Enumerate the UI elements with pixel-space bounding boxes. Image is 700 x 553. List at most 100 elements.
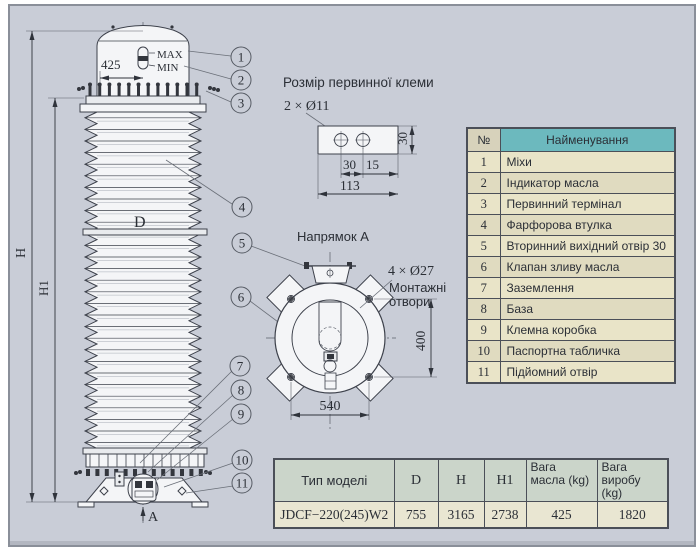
frame-bottom-shadow: [10, 541, 694, 545]
callout-6-num: 6: [238, 290, 245, 305]
dim-113-label: 113: [340, 178, 360, 193]
callout-5: [231, 232, 253, 254]
top-view-title: Напрямок А: [297, 229, 369, 244]
dim-15-label: 15: [366, 157, 379, 172]
front-view: MAX MIN 425 D: [14, 22, 220, 526]
callout-8-num: 8: [238, 383, 245, 398]
callout-4: [231, 196, 253, 218]
mounting-holes-leader: [359, 279, 393, 309]
part-name: Індикатор масла: [499, 172, 676, 194]
part-num: 5: [466, 235, 501, 257]
part-num: 6: [466, 256, 501, 278]
callout-2: [230, 69, 252, 91]
part-num: 9: [466, 319, 501, 341]
part-num: 8: [466, 298, 501, 320]
terminal-detail-title: Розмір первинної клеми: [283, 75, 434, 90]
bottom-flange-plate: [82, 447, 208, 455]
model-col-oil-weight: Вага масла (kg): [525, 458, 598, 502]
view-a-label: A: [148, 510, 159, 525]
model-col-product-weight: Вага виробу (kg): [596, 458, 669, 502]
head-bolt: [170, 25, 174, 29]
grounding-bolt: [118, 480, 121, 484]
min-label: MIN: [157, 62, 178, 74]
dim-30-label: 30: [343, 157, 356, 172]
top-view: Напрямок А: [266, 229, 446, 430]
terminal-box-detail: [135, 481, 142, 488]
part-num: 2: [466, 172, 501, 194]
part-name: Вторинний вихідний отвір 30: [499, 235, 676, 257]
mounting-holes-label: 4 × Ø27: [388, 264, 434, 279]
flange-cap-left: [304, 262, 309, 269]
callout-4-num: 4: [239, 200, 246, 215]
mounting-holes: [287, 295, 373, 381]
callout-1-num: 1: [238, 50, 245, 65]
base-foot-left: [77, 501, 95, 508]
product-weight-value: 1820: [596, 501, 669, 529]
dim-30v-label: 30: [395, 132, 410, 145]
nameplate: [134, 490, 154, 498]
bottom-flange-ribs: [89, 454, 199, 467]
top-flange-upper: [85, 95, 201, 105]
model-col-d: D: [393, 458, 439, 502]
part-num: 10: [466, 340, 501, 362]
model-h-value: 3165: [437, 501, 485, 529]
callout-10: [231, 449, 253, 471]
part-name: Клапан зливу масла: [499, 256, 676, 278]
model-spec-table: Тип моделі D H H1 Вага масла (kg) Вага в…: [273, 458, 669, 529]
top-flange-bolts: [77, 82, 220, 96]
mounting-holes-caption-1: Монтажні: [389, 280, 446, 295]
primary-terminal-detail: Розмір первинної клеми 2 × Ø11 30 30 15: [283, 75, 434, 199]
gauge-tick-min: [148, 64, 156, 67]
part-name: Паспортна табличка: [499, 340, 676, 362]
lifting-hole-left: [99, 486, 109, 496]
parts-col-num: №: [466, 127, 501, 152]
model-col-type: Тип моделі: [273, 458, 395, 502]
part-name: Міхи: [499, 151, 676, 173]
base-foot-right: [191, 501, 209, 508]
max-label: MAX: [157, 49, 183, 61]
lifting-hole-right: [177, 486, 187, 496]
part-name: База: [499, 298, 676, 320]
callout-9: [230, 403, 252, 425]
model-h1-value: 2738: [483, 501, 527, 529]
callout-6: [230, 286, 252, 308]
grounding-terminal: [114, 471, 125, 487]
dim-h1-label: H1: [36, 280, 51, 296]
dim-425-label: 425: [101, 57, 121, 72]
oil-drain-valve: [323, 351, 338, 390]
callout-7: [229, 355, 251, 377]
insulator-joint: [82, 228, 208, 236]
part-num: 3: [466, 193, 501, 215]
part-num: 7: [466, 277, 501, 299]
oil-gauge-band: [138, 56, 148, 61]
oil-weight-value: 425: [525, 501, 598, 529]
callout-3-num: 3: [238, 96, 245, 111]
model-col-h1: H1: [483, 458, 527, 502]
part-num: 11: [466, 361, 501, 384]
grounding-bolt: [118, 474, 121, 478]
callout-5-num: 5: [239, 236, 246, 251]
mounting-holes-caption-2: отвори: [389, 294, 430, 309]
callout-9-num: 9: [238, 407, 245, 422]
terminal-holes-label: 2 × Ø11: [284, 99, 330, 114]
bottom-flange-band: [85, 453, 205, 468]
center-dashed-circle: [318, 326, 342, 350]
part-name: Первинний термінал: [499, 193, 676, 215]
dim-d-label: D: [134, 214, 146, 231]
part-name: Підйомний отвір: [499, 361, 676, 384]
callout-2-num: 2: [238, 73, 245, 88]
dim-400-label: 400: [413, 331, 428, 352]
callouts: 1 2 3 4 5 6 7 8 9 10 11: [229, 46, 253, 494]
part-num: 4: [466, 214, 501, 236]
parts-col-name: Найменування: [499, 127, 676, 152]
callout-11-num: 11: [236, 476, 249, 491]
